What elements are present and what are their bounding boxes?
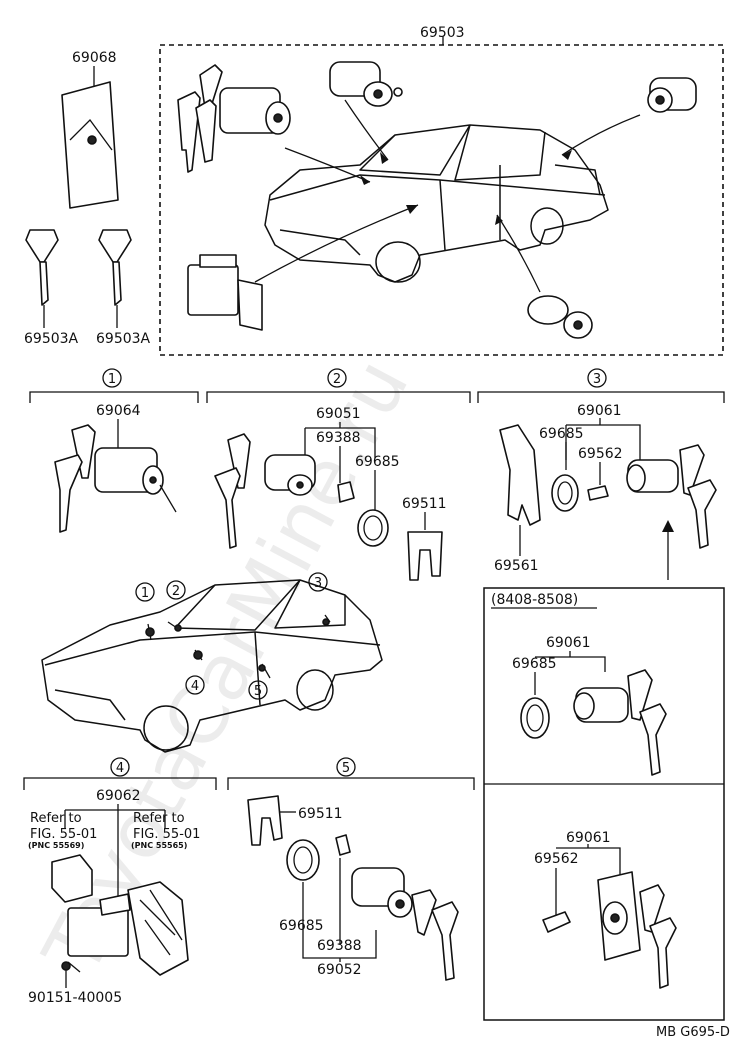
section-3-number: 3: [593, 372, 601, 387]
section-2-spring-part: [337, 481, 355, 503]
car-callout-1-circle: [135, 582, 155, 602]
section-5-number: 5: [342, 761, 350, 776]
trunk-cylinder-part: [647, 77, 697, 113]
section-1-key-part: [54, 454, 83, 533]
section-3-part-69561: 69561: [494, 558, 539, 574]
section-2-gasket-part: [357, 509, 389, 547]
section-5-gasket-part: [286, 839, 320, 881]
section-1-content: 69064: [54, 403, 177, 533]
assembly-dashed-frame: [159, 44, 724, 356]
section-4-lock-body-part: [67, 907, 129, 957]
section-5-part-69511: 69511: [298, 806, 343, 822]
section-3-part-69061: 69061: [577, 403, 622, 419]
key-cover-group: 69068: [61, 50, 119, 209]
section-3-gasket-part: [551, 474, 579, 512]
ref-right-pnc: (PNC 55565): [131, 841, 187, 850]
car-callout-5: 5: [254, 684, 262, 699]
section-4-content: 4 69062 Refer to FIG. 55-01 (PNC 55569) …: [23, 757, 217, 1006]
section-5-key-part: [431, 901, 459, 981]
drawing-code: MB G695-D: [656, 1025, 730, 1040]
section-3-content: 69061 69685 69562 69561: [494, 403, 717, 580]
top-assembly-group: 69503: [159, 25, 724, 356]
section-4-part-90151: 90151-40005: [28, 990, 122, 1006]
spare-key-left-part: 69503A: [24, 331, 79, 347]
section-4-part-69062: 69062: [96, 788, 141, 804]
variant-box-frame: [483, 587, 725, 1021]
variant-date-range: (8408-8508): [491, 592, 578, 608]
spare-key-right-part: 69503A: [96, 331, 151, 347]
ignition-lock-part: [177, 64, 291, 173]
section-2-part-69685: 69685: [355, 454, 400, 470]
section-5-part-69685: 69685: [279, 918, 324, 934]
top-car-illustration: [264, 124, 609, 283]
variant-upper-gasket-part: [520, 697, 550, 739]
ref-left-title: Refer to: [30, 811, 82, 826]
section-2-part-69388: 69388: [316, 430, 361, 446]
variant-lower-screw-part: [542, 911, 571, 933]
fuel-lid-cylinder-part: [527, 295, 593, 339]
section-3-part-69685: 69685: [539, 426, 584, 442]
middle-car-illustration: 1 2 3 4 5: [41, 572, 383, 753]
glovebox-lock-top-part: [187, 254, 263, 331]
section-3-screw-part: [587, 485, 609, 501]
section-5-part-69052: 69052: [317, 962, 362, 978]
section-2-key-part: [214, 467, 241, 549]
ref-right-fig: FIG. 55-01: [133, 827, 200, 842]
spare-key-left-blade: [39, 261, 49, 306]
variant-lower-part-69562: 69562: [534, 851, 579, 867]
car-callout-1: 1: [141, 586, 149, 601]
top-pointer-arrows: [254, 99, 641, 293]
cover-part-number: 69068: [72, 50, 117, 66]
variant-upper-key-part: [639, 703, 667, 776]
section-2-clip-part: [407, 531, 443, 581]
section-2-number: 2: [333, 372, 341, 387]
variant-lower-part-69061: 69061: [566, 830, 611, 846]
section-5-content: 5 69511 69685 69388 69052: [227, 757, 475, 981]
section-2-header: 2: [206, 368, 471, 403]
variant-lower-key-part: [649, 917, 677, 989]
ref-left-pnc: (PNC 55569): [28, 841, 84, 850]
spare-keys-group: 69503A 69503A: [24, 229, 151, 347]
door-cylinder-top-part: [329, 61, 403, 107]
ref-right-title: Refer to: [133, 811, 185, 826]
ref-left-fig: FIG. 55-01: [30, 827, 97, 842]
assembly-part-number: 69503: [420, 25, 465, 41]
variant-box: (8408-8508) 69061 69685 69061 69562: [483, 587, 725, 1021]
section-5-part-69388: 69388: [317, 938, 362, 954]
section-2-part-69511: 69511: [402, 496, 447, 512]
spare-key-right-blade: [112, 261, 122, 306]
section-5-spring-part: [335, 834, 351, 856]
section-3-header: 3: [477, 368, 725, 403]
section-2-content: 69051 69388 69685 69511: [214, 406, 447, 581]
car-callout-2: 2: [172, 584, 180, 599]
section-3-part-69562: 69562: [578, 446, 623, 462]
variant-upper-part-69685: 69685: [512, 656, 557, 672]
key-cover-part: [61, 81, 119, 209]
section-1-number: 1: [108, 372, 116, 387]
section-5-clip-part: [247, 795, 283, 846]
section-3-bracket-part: [499, 424, 541, 526]
variant-upper-part-69061: 69061: [546, 635, 591, 651]
spare-key-left-head: [25, 229, 59, 263]
car-callout-4: 4: [191, 679, 199, 694]
section-2-part-69051: 69051: [316, 406, 361, 422]
section-4-bolt-part: [61, 961, 71, 971]
section-1-header: 1: [29, 368, 199, 403]
section-4-ref-bracket-left: [51, 854, 93, 903]
spare-key-right-head: [98, 229, 132, 263]
section-1-part-69064: 69064: [96, 403, 141, 419]
section-3-key-part: [687, 479, 717, 549]
car-callout-3: 3: [314, 576, 322, 591]
section-4-number: 4: [116, 761, 124, 776]
section-4-lid-part: [127, 881, 189, 976]
